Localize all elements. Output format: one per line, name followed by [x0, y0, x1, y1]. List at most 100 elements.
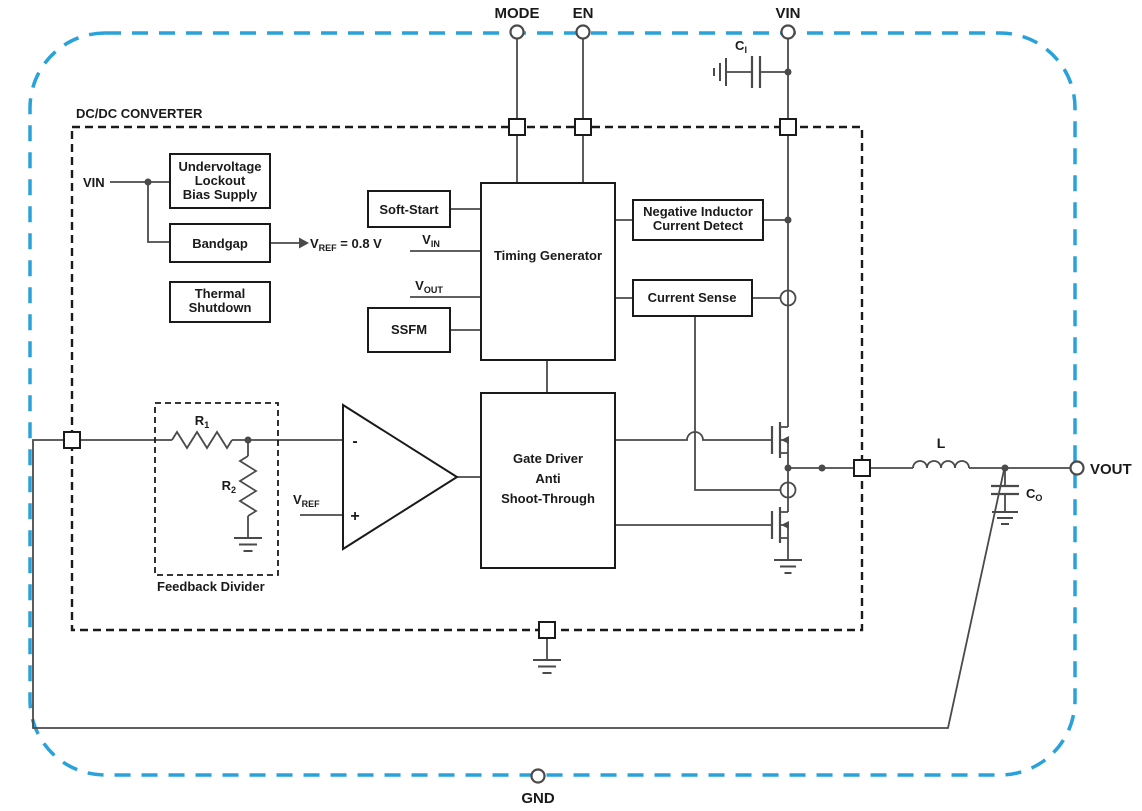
pin-label-en: EN	[573, 5, 594, 22]
pin-label-mode: MODE	[495, 5, 540, 22]
junction-dot	[244, 436, 252, 444]
ic-package-boundary	[28, 31, 1077, 777]
wire-currentsense-sw-probe	[694, 316, 781, 491]
block-soft-start: Soft-Start	[367, 190, 451, 228]
junction-dot	[1001, 464, 1009, 472]
junction-dot	[784, 464, 792, 472]
terminal-en	[575, 24, 591, 40]
pad-vin	[779, 118, 797, 136]
pin-label-gnd: GND	[521, 790, 555, 807]
wire-gate-high-side	[615, 431, 771, 441]
terminals	[509, 24, 1085, 784]
pad-en	[574, 118, 592, 136]
pad-mode	[508, 118, 526, 136]
wire-vin-internal	[110, 181, 170, 243]
neg-detect-label-2: Current Detect	[653, 218, 744, 233]
error-amplifier: - +	[342, 403, 459, 551]
output-cap-ground-symbol	[992, 511, 1018, 525]
thermal-label-2: Shutdown	[189, 300, 252, 315]
thermal-box	[169, 281, 271, 323]
block-current-sense: Current Sense	[632, 279, 753, 317]
ssfm-box	[367, 307, 451, 353]
block-bandgap: Bandgap	[169, 223, 271, 263]
ls-body-arrow	[781, 521, 789, 529]
current-sense-box	[632, 279, 753, 317]
timing-vin-label: VIN	[422, 232, 440, 249]
vin-internal-label: VIN	[83, 175, 105, 190]
output-capacitor-symbol	[991, 484, 1019, 496]
timing-vout-label: VOUT	[415, 278, 443, 295]
junction-dot	[784, 216, 792, 224]
feedback-divider-boundary	[154, 402, 279, 576]
block-timing-generator: Timing Generator	[480, 182, 616, 361]
pads	[63, 118, 871, 639]
timing-label: Timing Generator	[494, 248, 602, 263]
neg-detect-box	[632, 199, 764, 241]
gate-driver-box	[480, 392, 616, 569]
terminal-mode	[509, 24, 525, 40]
opamp-symbol	[342, 403, 459, 551]
terminal-gnd	[530, 768, 546, 784]
pin-label-vin: VIN	[775, 5, 800, 22]
uvlo-box	[169, 153, 271, 209]
block-thermal-shutdown: Thermal Shutdown	[169, 281, 271, 323]
lowside-ground-symbol	[774, 559, 802, 574]
gate-driver-label-3: Shoot-Through	[501, 491, 595, 506]
vref-value-label: VREF = 0.8 V	[310, 236, 382, 253]
opamp-vref-label: VREF	[293, 492, 320, 509]
soft-start-label: Soft-Start	[379, 202, 439, 217]
neg-detect-label-1: Negative Inductor	[643, 204, 753, 219]
pin-label-vout: VOUT	[1090, 461, 1132, 478]
uvlo-label-1: Undervoltage	[178, 159, 261, 174]
r1-label: R1	[195, 413, 209, 430]
input-cap-ground-symbol	[713, 58, 727, 86]
resistor-r1-symbol	[171, 430, 233, 450]
block-ssfm: SSFM	[367, 307, 451, 353]
inductor-label: L	[937, 435, 946, 451]
r2-ground-symbol	[234, 537, 262, 552]
junction-dot	[144, 178, 152, 186]
output-cap-label: CO	[1026, 486, 1042, 503]
inductor-symbol	[912, 460, 970, 469]
dcdc-converter-boundary	[70, 125, 864, 632]
input-capacitor-symbol	[750, 56, 762, 88]
gate-driver-label-2: Anti	[535, 471, 560, 486]
input-cap-label: CI	[735, 38, 747, 55]
opamp-plus-sign: +	[350, 508, 359, 525]
pad-gnd	[538, 621, 556, 639]
block-gate-driver: Gate Driver Anti Shoot-Through	[480, 392, 616, 569]
feedback-divider-label: Feedback Divider	[157, 579, 265, 594]
current-sense-loop-sw	[779, 481, 797, 499]
current-sense-label: Current Sense	[648, 290, 737, 305]
uvlo-label-3: Bias Supply	[183, 187, 258, 202]
timing-box	[480, 182, 616, 361]
resistor-r2-symbol	[238, 455, 258, 517]
thermal-label-1: Thermal	[195, 286, 246, 301]
pad-feedback	[63, 431, 81, 449]
block-negative-inductor-current-detect: Negative Inductor Current Detect	[632, 199, 764, 241]
bandgap-label: Bandgap	[192, 236, 248, 251]
junction-dots	[144, 68, 1009, 472]
wires	[32, 38, 1071, 729]
ssfm-label: SSFM	[391, 322, 427, 337]
soft-start-box	[367, 190, 451, 228]
wire-vout-feedback-loop	[32, 439, 1005, 729]
terminal-vout	[1069, 460, 1085, 476]
pad-sw	[853, 459, 871, 477]
vref-arrowhead	[299, 237, 309, 249]
junction-dot	[784, 68, 792, 76]
gnd-pad-ground-symbol	[533, 659, 561, 674]
gate-driver-label-1: Gate Driver	[513, 451, 583, 466]
opamp-minus-sign: -	[352, 433, 357, 450]
converter-title: DC/DC CONVERTER	[76, 106, 203, 121]
block-uvlo: Undervoltage Lockout Bias Supply	[169, 153, 271, 209]
uvlo-label-2: Lockout	[195, 173, 246, 188]
hs-body-arrow	[781, 436, 789, 444]
r2-label: R2	[222, 478, 236, 495]
current-sense-loop-vin	[779, 289, 797, 307]
terminal-vin	[780, 24, 796, 40]
mosfet-low-side	[770, 507, 789, 543]
mosfet-high-side	[770, 422, 789, 458]
junction-dot	[818, 464, 826, 472]
